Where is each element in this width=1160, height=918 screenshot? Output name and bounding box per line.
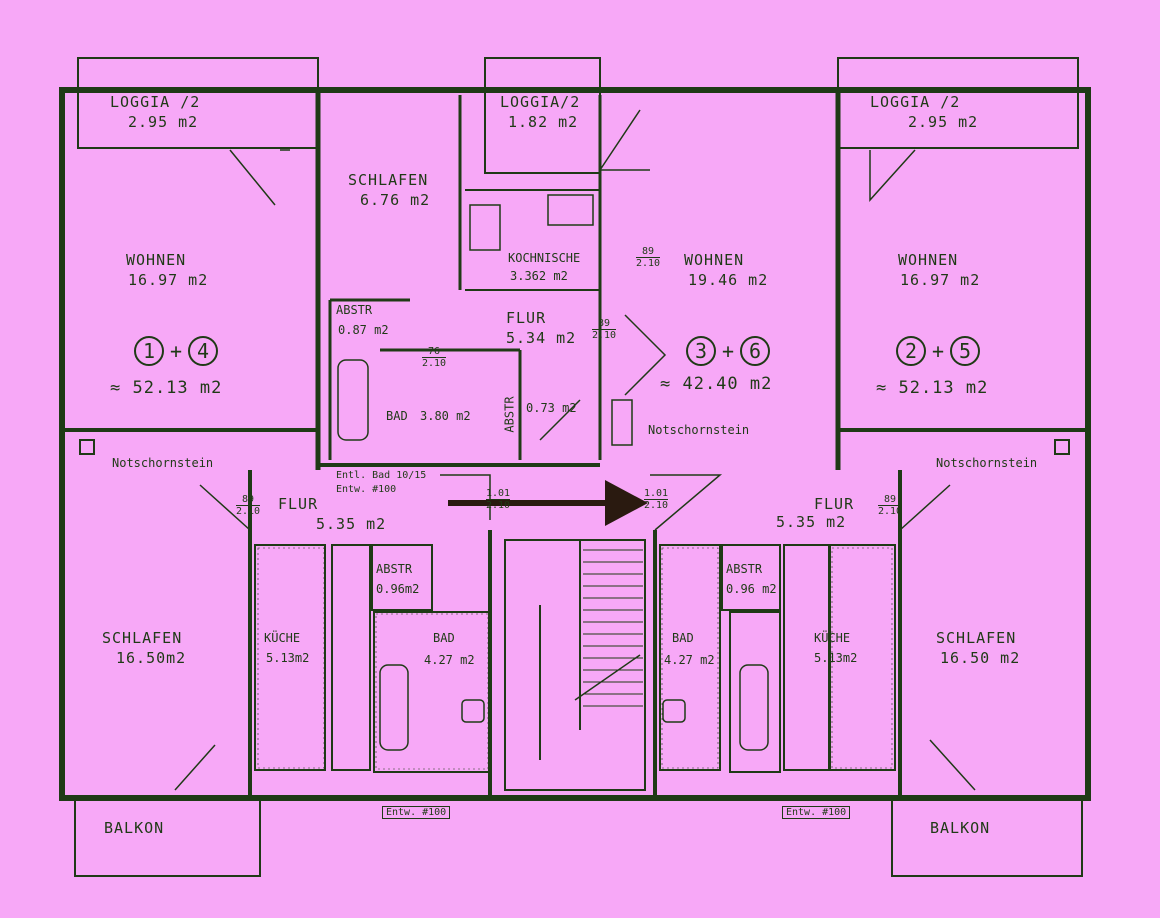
wohnen-middle-area: 19.46 m2 [688,271,769,289]
entw-middle: Entw. #100 [336,484,397,495]
loggia-left-name: LOGGIA /2 [110,93,201,111]
unit-left-total: ≈ 52.13 m2 [110,378,223,398]
bad-right-area: 4.27 m2 [664,653,715,667]
unit-left-numbers: 1+4 [128,336,224,366]
unit-right-numbers: 2+5 [890,336,986,366]
wohnen-right-area: 16.97 m2 [900,271,981,289]
balkon-right: BALKON [930,819,991,837]
schlafen-middle-area: 6.76 m2 [360,191,431,209]
abstr-middle-area: 0.87 m2 [338,323,389,337]
outer-wall [59,87,1091,801]
unit-right-b: 5 [950,336,981,366]
schlafen-right-area: 16.50 m2 [940,649,1021,667]
abstr2-middle-area: 0.73 m2 [526,401,577,415]
schlafen-left-name: SCHLAFEN [102,629,183,647]
kueche-left-area: 5.13m2 [266,651,310,665]
abstr-middle-name: ABSTR [336,303,373,317]
bad-middle-area: 3.80 m2 [420,409,471,423]
balkon-right-outline [891,797,1083,877]
flur-left-area: 5.35 m2 [316,515,387,533]
kueche-right-name: KÜCHE [814,631,851,645]
bad-right-name: BAD [672,631,694,645]
kueche-left-name: KÜCHE [264,631,301,645]
entw-left: Entw. #100 [382,806,451,819]
unit-middle-b: 6 [740,336,771,366]
loggia-left-area: 2.95 m2 [128,113,199,131]
unit-left-a: 1 [134,336,164,366]
unit-middle-numbers: 3+6 [680,336,776,366]
wohnen-left-name: WOHNEN [126,251,187,269]
bad-left-name: BAD [433,631,455,645]
kueche-right-area: 5.13m2 [814,651,858,665]
balkon-left-outline [74,797,261,877]
unit-right-a: 2 [896,336,926,366]
kochnische-name: KOCHNISCHE [508,251,581,265]
entw-right: Entw. #100 [782,806,851,819]
notschornstein-right: Notschornstein [936,456,1038,470]
flur-right-name: FLUR [814,495,855,513]
loggia-middle-area: 1.82 m2 [508,113,579,131]
arrow-mark [448,480,648,526]
wohnen-right-name: WOHNEN [898,251,959,269]
balkon-left: BALKON [104,819,165,837]
wohnen-left-area: 16.97 m2 [128,271,209,289]
loggia-middle-name: LOGGIA/2 [500,93,581,111]
kochnische-area: 3.362 m2 [510,269,568,283]
abstr2-middle-name: ABSTR [502,396,517,433]
notschornstein-middle: Notschornstein [648,423,750,437]
wohnen-middle-name: WOHNEN [684,251,745,269]
abstr-right-name: ABSTR [726,562,763,576]
bad-middle-name: BAD [386,409,408,423]
schlafen-left-area: 16.50m2 [116,649,187,667]
walls [59,57,1091,877]
flur-right-area: 5.35 m2 [776,513,847,531]
loggia-right-name: LOGGIA /2 [870,93,961,111]
bad-left-area: 4.27 m2 [424,653,475,667]
abstr-right-area: 0.96 m2 [726,582,777,596]
loggia-right-area: 2.95 m2 [908,113,979,131]
schlafen-middle-name: SCHLAFEN [348,171,429,189]
unit-left-b: 4 [188,336,219,366]
flur-middle-name: FLUR [506,309,547,327]
abstr-left-name: ABSTR [376,562,413,576]
abstr-left-area: 0.96m2 [376,582,420,596]
entl-bad: Entl. Bad 10/15 [336,470,427,481]
schlafen-right-name: SCHLAFEN [936,629,1017,647]
flur-middle-area: 5.34 m2 [506,329,577,347]
flur-left-name: FLUR [278,495,319,513]
unit-middle-a: 3 [686,336,716,366]
notschornstein-left: Notschornstein [112,456,214,470]
unit-middle-total: ≈ 42.40 m2 [660,374,773,394]
unit-right-total: ≈ 52.13 m2 [876,378,989,398]
